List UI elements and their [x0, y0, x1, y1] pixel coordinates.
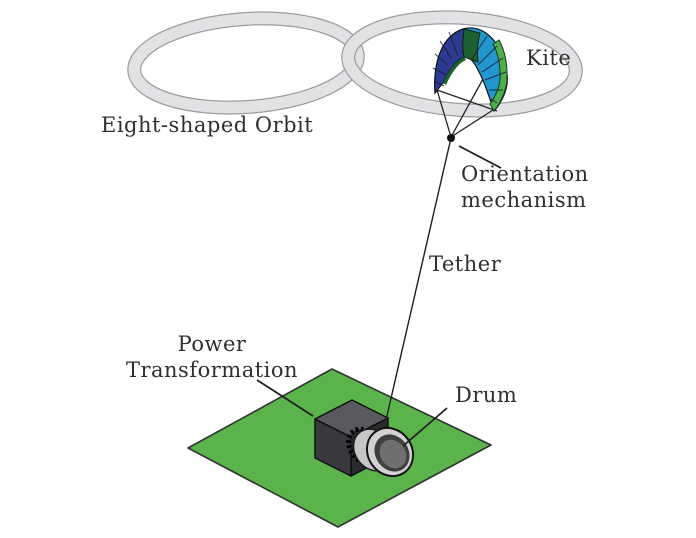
- orientation-label: Orientation mechanism: [461, 161, 589, 213]
- power-label-line1: Power: [177, 332, 247, 356]
- bridle-line-cross: [436, 89, 498, 112]
- power-label: Power Transformation: [112, 331, 312, 383]
- eight-shaped-orbit: [127, 10, 583, 118]
- drum-assembly: [346, 426, 415, 478]
- bridle-line-left: [436, 89, 452, 138]
- orientation-label-line1: Orientation: [461, 162, 589, 186]
- tether-label: Tether: [429, 252, 502, 276]
- orbit-label: Eight-shaped Orbit: [101, 113, 314, 137]
- orientation-pointer-line: [458, 145, 502, 169]
- kite-apex-panel: [462, 28, 481, 63]
- orbit-left-loop-band: [128, 12, 364, 114]
- bridle-line-right: [450, 109, 494, 138]
- orientation-label-line2: mechanism: [461, 188, 587, 212]
- tether-line: [385, 137, 452, 421]
- kite-canopy: [432, 27, 508, 113]
- drum-hole: [379, 439, 407, 469]
- box-top-face: [314, 399, 389, 438]
- drum-pointer-line: [402, 407, 448, 447]
- bridle-line-mid: [450, 78, 484, 138]
- kite-rib-lines: [432, 31, 507, 104]
- kite-label: Kite: [526, 46, 572, 70]
- power-label-line2: Transformation: [125, 358, 299, 382]
- orbit-right-loop-band: [342, 11, 582, 117]
- power-pointer-line: [256, 379, 314, 417]
- drum-label: Drum: [455, 383, 518, 407]
- bridle-lines: [436, 78, 498, 138]
- kite-inner-green-sliver: [443, 57, 466, 85]
